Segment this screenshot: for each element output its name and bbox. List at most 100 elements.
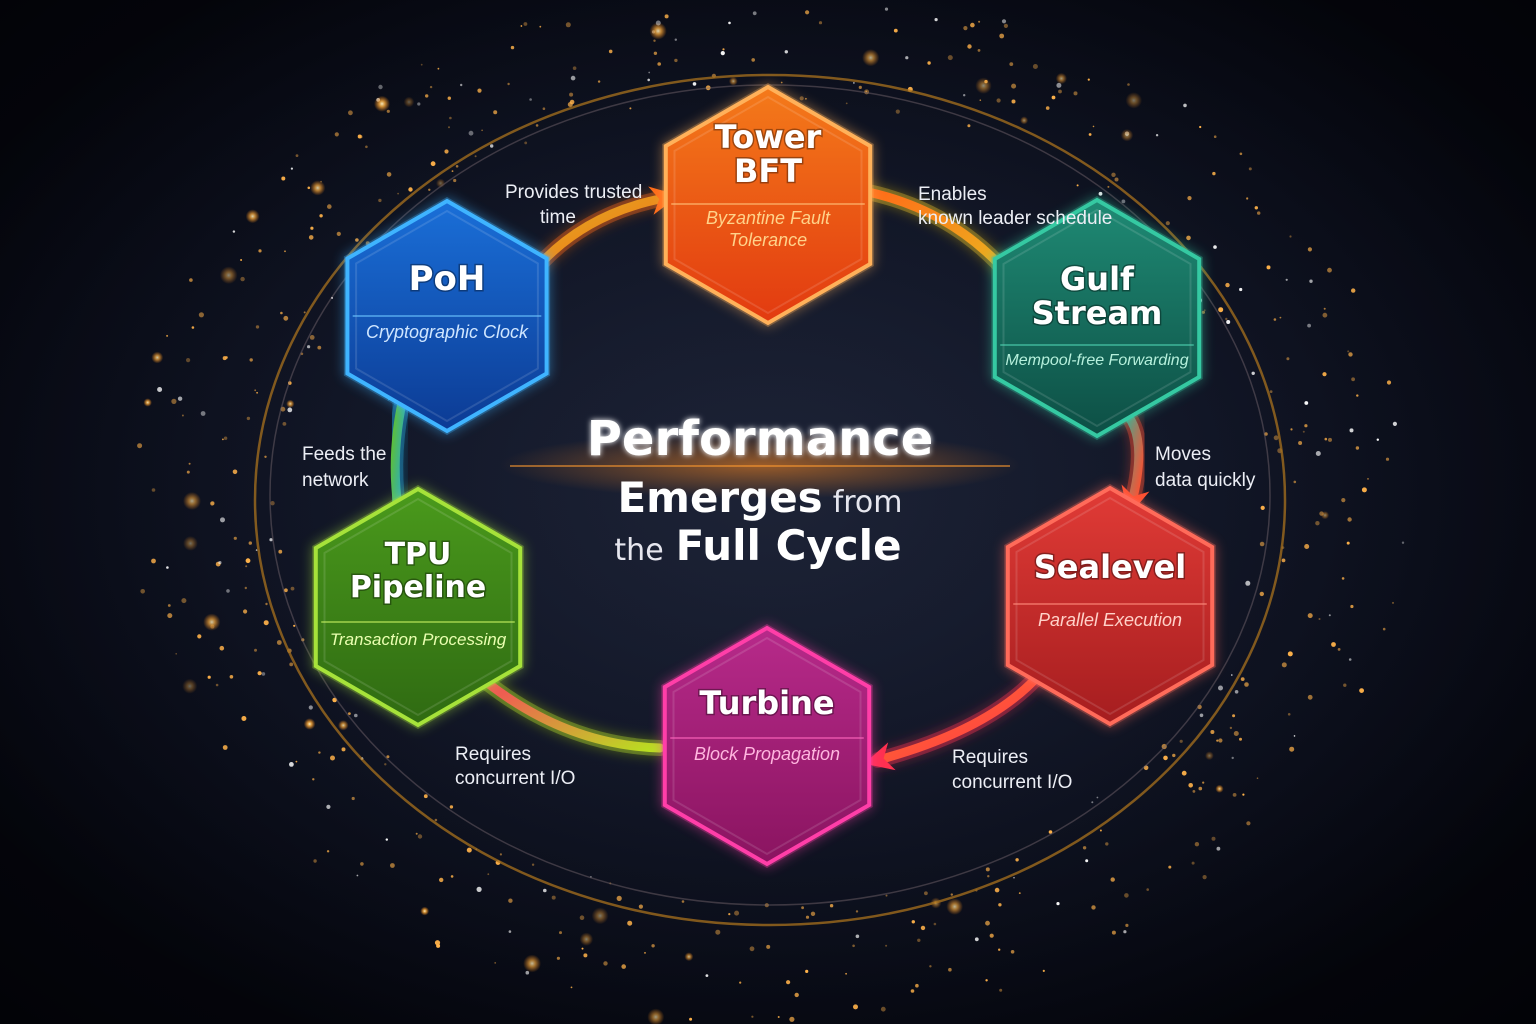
sparkle	[258, 249, 262, 253]
sparkle	[998, 903, 1002, 907]
node-hexagon	[313, 486, 523, 728]
sparkle	[967, 124, 971, 128]
sparkle	[1107, 185, 1110, 188]
sparkle	[254, 648, 257, 652]
sparkle	[651, 944, 655, 948]
sparkle	[994, 887, 1000, 893]
sparkle	[1218, 738, 1223, 743]
sparkle	[855, 934, 860, 939]
sparkle	[950, 893, 953, 896]
sparkle	[1198, 786, 1203, 791]
sparkle	[1010, 950, 1015, 954]
node-inner-bevel	[1002, 208, 1192, 428]
sparkle	[1259, 541, 1265, 547]
sparkle	[282, 422, 287, 426]
edge-arrow	[463, 662, 665, 753]
sparkle	[1172, 753, 1176, 758]
sparkle	[927, 61, 931, 65]
sparkle	[975, 77, 992, 94]
sparkle	[508, 930, 512, 933]
sparkle	[777, 1016, 780, 1018]
sparkle	[436, 178, 446, 188]
sparkle	[429, 85, 433, 89]
sparkle	[905, 56, 909, 60]
sparkle	[751, 1015, 754, 1018]
sparkle	[257, 671, 262, 676]
sparkle	[1233, 731, 1239, 736]
sparkle	[308, 705, 313, 710]
sparkle	[1091, 801, 1094, 804]
sparkle	[1032, 64, 1038, 69]
sparkle	[295, 154, 299, 158]
sparkle	[188, 462, 191, 465]
sparkle	[1285, 278, 1288, 281]
sparkle	[309, 335, 315, 340]
sparkle	[1042, 969, 1045, 973]
sparkle	[218, 561, 222, 565]
sparkle	[1260, 505, 1265, 510]
sparkle	[507, 82, 510, 86]
sparkle	[1322, 312, 1328, 318]
sparkle	[1058, 89, 1062, 94]
sparkle	[655, 20, 661, 26]
sparkle	[1111, 930, 1116, 935]
sparkle	[439, 877, 444, 883]
sparkle	[186, 470, 190, 474]
sparkle	[408, 187, 413, 192]
sparkle	[1231, 756, 1234, 760]
sparkle	[947, 55, 953, 61]
sparkle	[436, 943, 441, 948]
sparkle	[300, 352, 304, 356]
sparkle	[629, 107, 632, 110]
sparkle	[865, 90, 868, 93]
sparkle	[539, 25, 542, 28]
sparkle	[911, 920, 915, 924]
sparkle	[728, 76, 738, 86]
sparkle	[1293, 480, 1297, 484]
sparkle	[1187, 196, 1192, 201]
sparkle	[895, 109, 900, 114]
sparkle	[1234, 690, 1239, 694]
sparkle	[1127, 83, 1130, 86]
sparkle	[1225, 282, 1230, 288]
sparkle	[181, 598, 187, 604]
sparkle	[223, 436, 228, 440]
sparkle	[616, 895, 622, 902]
sparkle	[1216, 846, 1221, 851]
sparkle	[989, 933, 994, 938]
sparkle	[1351, 288, 1356, 293]
sparkle	[1213, 245, 1217, 249]
sparkle	[303, 718, 316, 730]
sparkle	[434, 818, 438, 822]
sparkle	[569, 92, 574, 97]
sparkle	[1287, 713, 1291, 716]
sparkle	[289, 762, 294, 767]
sparkle	[265, 602, 268, 606]
sparkle	[355, 238, 359, 242]
sparkle	[590, 876, 592, 878]
sparkle	[241, 716, 247, 721]
sparkle	[301, 638, 305, 642]
node-title: Sealevel	[1034, 548, 1187, 586]
sparkle	[1242, 793, 1245, 796]
sparkle	[1146, 888, 1149, 891]
sparkle	[1191, 861, 1195, 865]
sparkle	[219, 645, 225, 651]
sparkle	[1290, 428, 1293, 431]
sparkle	[1279, 316, 1282, 319]
sparkle	[1347, 517, 1352, 522]
sparkle	[378, 84, 383, 90]
sparkle	[1401, 541, 1405, 544]
sparkle	[338, 720, 349, 731]
sparkle	[1045, 106, 1050, 110]
sparkle	[1346, 541, 1350, 545]
edge-poh-to-tower	[534, 186, 680, 270]
sparkle	[308, 235, 314, 240]
sparkle	[232, 230, 236, 233]
sparkle	[1323, 307, 1326, 310]
sparkle	[175, 653, 177, 655]
sparkle	[303, 311, 306, 314]
node-title: BFT	[734, 152, 802, 190]
sparkle	[460, 83, 463, 87]
